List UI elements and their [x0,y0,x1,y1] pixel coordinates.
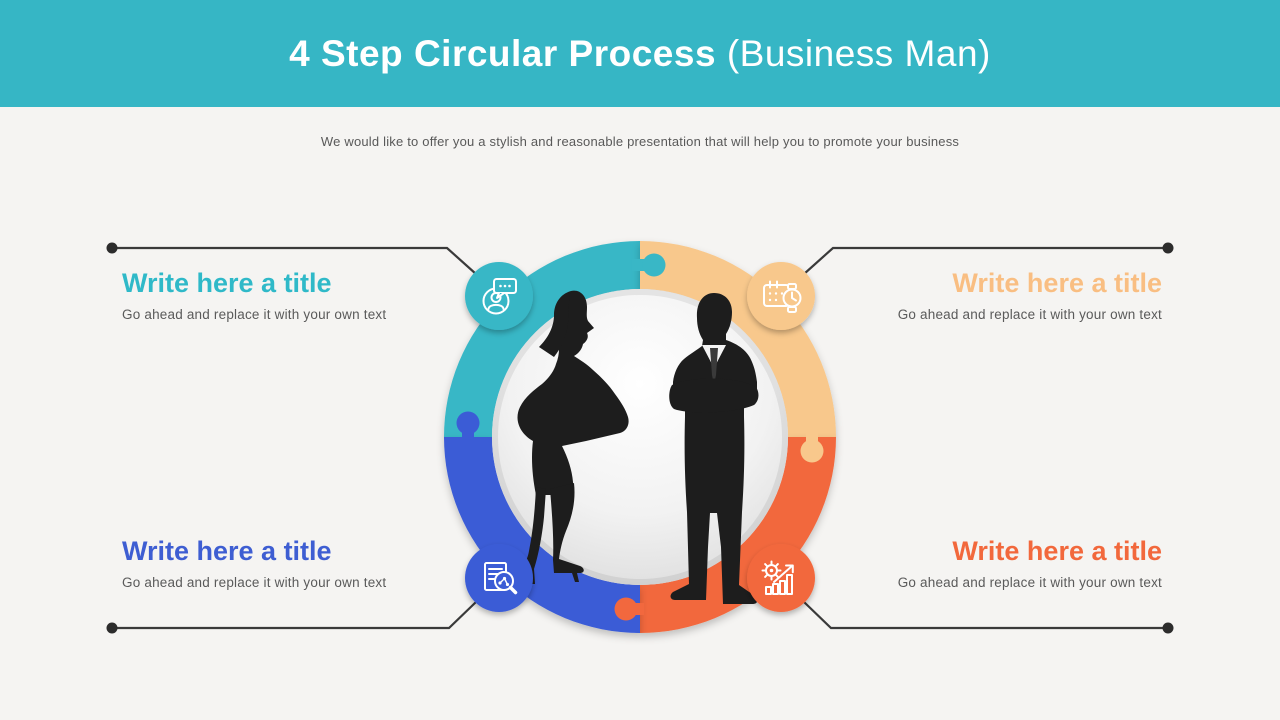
puzzle-knob-teal [632,253,666,277]
page-title-strong: 4 Step Circular Process [289,32,717,74]
step-title: Write here a title [122,536,332,566]
step-description: Go ahead and replace it with your own te… [122,575,387,591]
calendar-clock-icon [763,280,802,313]
badge-bottom-right [747,544,815,612]
step-title: Write here a title [122,268,332,298]
connector-line-top-right [803,246,1168,275]
step-title: Write here a title [952,268,1162,298]
step-block-bottom-left: Write here a title Go ahead and replace … [122,536,522,590]
gear-teeth [761,560,782,581]
badge-top-right [747,262,815,330]
ring-quarter-peach [640,241,836,437]
dot-top-left [106,242,118,254]
ring-quarter-teal [444,241,640,437]
connector-line-bottom-left [112,601,477,630]
puzzle-knob-peach [800,429,824,463]
step-icon-badges [465,262,815,612]
dot-bottom-right [1162,622,1174,634]
step-description: Go ahead and replace it with your own te… [897,307,1162,323]
document-search-icon [484,562,518,595]
dot-bottom-left [106,622,118,634]
business-man-silhouette [669,293,759,604]
user-chat-icon [482,278,517,315]
badge-bottom-left [465,544,533,612]
puzzle-knob-orange [614,597,644,621]
step-block-bottom-right: Write here a title Go ahead and replace … [762,536,1162,590]
growth-chart-icon [761,560,794,595]
step-block-top-right: Write here a title Go ahead and replace … [762,268,1162,322]
subtitle: We would like to offer you a stylish and… [320,134,960,149]
step-description: Go ahead and replace it with your own te… [122,307,387,323]
header-banner: 4 Step Circular Process (Business Man) [0,0,1280,107]
puzzle-knob-blue [456,411,480,441]
inner-circle-shadow-ring [492,289,788,585]
page-title: 4 Step Circular Process (Business Man) [289,33,991,75]
badge-top-left [465,262,533,330]
step-block-top-left: Write here a title Go ahead and replace … [122,268,522,322]
ring-quarter-blue [444,437,640,633]
connector-line-top-left [112,246,477,275]
step-title: Write here a title [952,536,1162,566]
connector-dots [106,242,1174,634]
connector-line-bottom-right [803,601,1168,630]
circular-process-diagram [444,241,836,633]
tie [710,348,718,385]
step-description: Go ahead and replace it with your own te… [897,575,1162,591]
page-title-light: (Business Man) [716,32,991,74]
business-woman-silhouette [508,290,629,584]
dot-top-right [1162,242,1174,254]
